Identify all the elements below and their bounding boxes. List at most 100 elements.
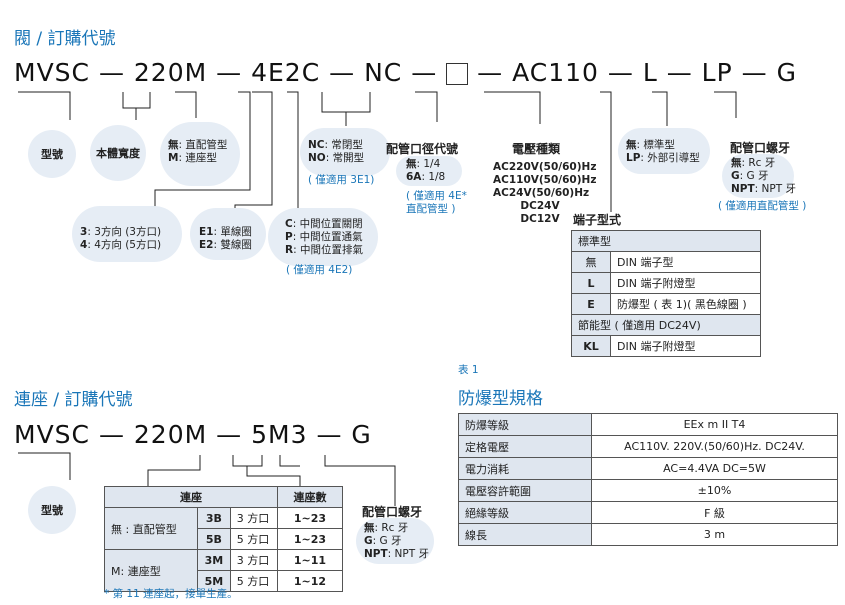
- model-dash: —: [316, 420, 343, 449]
- model-body-size: 220M: [133, 420, 208, 449]
- manifold-port: 3 方口: [229, 549, 279, 571]
- nc-circle: [300, 128, 390, 176]
- manifold-note: * 第 11 連座起，接單生產。: [104, 588, 238, 600]
- manifold-count-head: 連座數: [277, 486, 343, 508]
- model-type-circle: 型號: [28, 130, 76, 178]
- direction-circle: [72, 206, 182, 262]
- terminal-desc: DIN 端子附燈型: [610, 335, 761, 357]
- manifold-table: 連座 連座數 無 : 直配管型 3B 3 方口 1~23 5B 5 方口 1~2…: [104, 486, 343, 592]
- manifold-thread-circle: [356, 518, 434, 564]
- terminal-code: E: [571, 293, 611, 315]
- coil-circle: [190, 208, 266, 260]
- model-series: MVSC: [14, 58, 90, 87]
- model-dash: —: [216, 58, 243, 87]
- terminal-title: 端子型式: [573, 213, 622, 227]
- spec-value: AC=4.4VA DC=5W: [591, 457, 838, 480]
- manifold-thread-title: 配管口螺牙: [362, 505, 423, 519]
- terminal-desc: DIN 端子附燈型: [610, 272, 761, 294]
- model-dash: —: [741, 58, 768, 87]
- spec-value: F 級: [591, 501, 838, 524]
- manifold-group: 無 : 直配管型: [104, 507, 198, 550]
- center-circle: [268, 208, 378, 266]
- port-title: 配管口徑代號: [386, 142, 459, 156]
- direction-label: 3: 3方向 (3方口)4: 4方向 (5方口): [80, 226, 162, 251]
- model-dash: —: [411, 58, 438, 87]
- manifold-count: 1~23: [277, 528, 343, 550]
- model-thread: G: [776, 58, 797, 87]
- spec-key: 電力消耗: [458, 457, 592, 480]
- model-dash: —: [666, 58, 693, 87]
- model-thread: G: [351, 420, 372, 449]
- terminal-code: L: [571, 272, 611, 294]
- manifold-code: 5B: [197, 528, 231, 550]
- terminal-desc: DIN 端子型: [610, 251, 761, 273]
- model-function: 4E2C: [251, 58, 321, 87]
- model-series: MVSC: [14, 420, 90, 449]
- thread-circle: [722, 154, 794, 198]
- manifold-code: 3M: [197, 549, 231, 571]
- model-dash: —: [329, 58, 356, 87]
- spec-value: 3 m: [591, 523, 838, 546]
- model-voltage: AC110: [512, 58, 599, 87]
- terminal-code: KL: [571, 335, 611, 357]
- port-circle: [396, 156, 462, 186]
- manifold-port: 5 方口: [229, 528, 279, 550]
- spec-title: 防爆型規格: [458, 389, 543, 409]
- model-nc: NC: [364, 58, 403, 87]
- nc-note: ( 僅適用 3E1): [308, 174, 375, 186]
- model-manifold: 5M3: [251, 420, 308, 449]
- spec-key: 線長: [458, 523, 592, 546]
- terminal-code: 無: [571, 251, 611, 273]
- model-dash: —: [98, 420, 125, 449]
- body-width-circle: 本體寬度: [90, 125, 146, 181]
- spec-key: 電壓容許範圍: [458, 479, 592, 502]
- manifold-model-code: MVSC — 220M — 5M3 — G: [14, 420, 372, 449]
- manifold-port: 5 方口: [229, 570, 279, 592]
- spec-key: 定格電壓: [458, 435, 592, 458]
- lamp-circle: [618, 128, 710, 174]
- manifold-group: M: 連座型: [104, 549, 198, 592]
- spec-value: EEx m II T4: [591, 413, 838, 436]
- spec-key: 防爆等級: [458, 413, 592, 436]
- spec-key: 絕緣等級: [458, 501, 592, 524]
- model-dash: —: [607, 58, 634, 87]
- terminal-std-head: 標準型: [571, 230, 761, 252]
- spec-value: ±10%: [591, 479, 838, 502]
- manifold-title: 連座 / 訂購代號: [14, 390, 133, 410]
- terminal-desc: 防爆型 ( 表 1)( 黑色線圈 ): [610, 293, 761, 315]
- thread-note: ( 僅適用直配管型 ): [718, 200, 807, 212]
- model-dash: —: [477, 58, 504, 87]
- valve-model-code: MVSC — 220M — 4E2C — NC — — AC110 — L — …: [14, 58, 797, 87]
- model-port-box: [446, 63, 469, 85]
- model-dash: —: [216, 420, 243, 449]
- spec-value: AC110V. 220V.(50/60)Hz. DC24V.: [591, 435, 838, 458]
- model-dash: —: [98, 58, 125, 87]
- thread-title: 配管口螺牙: [730, 141, 791, 155]
- center-note: ( 僅適用 4E2): [286, 264, 353, 276]
- model-body-size: 220M: [133, 58, 208, 87]
- manifold-count: 1~12: [277, 570, 343, 592]
- manifold-code: 3B: [197, 507, 231, 529]
- model-lamp: LP: [701, 58, 733, 87]
- body-type-circle: [160, 122, 240, 186]
- spec-table-no: 表 1: [458, 364, 479, 376]
- manifold-port: 3 方口: [229, 507, 279, 529]
- model-terminal: L: [642, 58, 658, 87]
- terminal-eco-head: 節能型 ( 僅適用 DC24V): [571, 314, 761, 336]
- manifold-count: 1~23: [277, 507, 343, 529]
- manifold-count: 1~11: [277, 549, 343, 571]
- voltage-title: 電壓種類: [512, 142, 561, 156]
- order-code-title: 閥 / 訂購代號: [14, 29, 116, 49]
